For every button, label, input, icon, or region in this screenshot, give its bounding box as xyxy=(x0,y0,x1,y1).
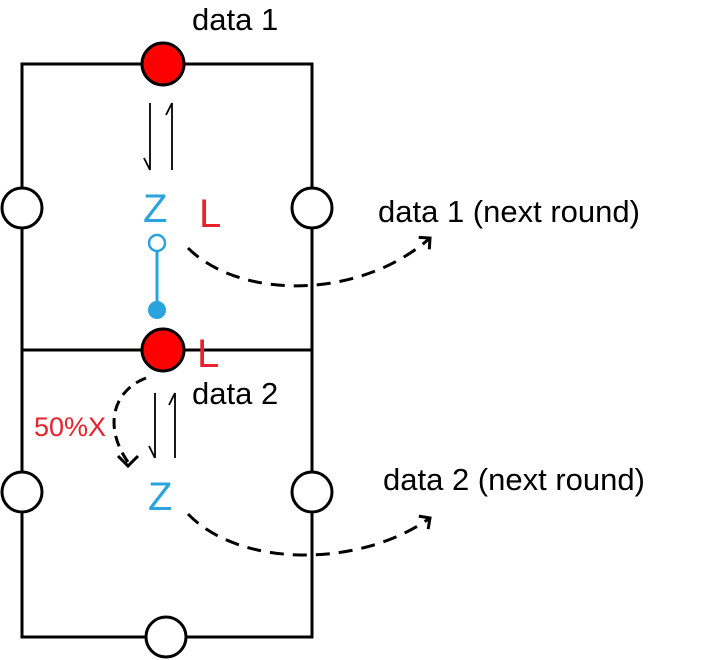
dashed-arrow-next-round-1 xyxy=(186,235,432,288)
data-qubit-1 xyxy=(140,41,186,87)
node-left-bottom xyxy=(0,470,44,514)
exchange-arrows-top xyxy=(143,102,173,171)
dashed-arrows xyxy=(112,235,432,557)
down-arrow-top xyxy=(143,103,151,171)
dashed-arrow-x-error xyxy=(112,376,147,463)
label-data-1: data 1 xyxy=(192,2,278,37)
down-arrow-bottom xyxy=(148,393,156,459)
data-qubit-2 xyxy=(140,327,186,373)
label-data-2-next-round: data 2 (next round) xyxy=(383,462,645,497)
label-z-bottom: Z xyxy=(148,475,172,519)
label-z-top: Z xyxy=(143,187,167,231)
exchange-arrows-bottom xyxy=(148,392,176,459)
x-error-arrowhead xyxy=(116,454,140,469)
node-right-top xyxy=(290,186,334,230)
ancilla-filled-node xyxy=(148,301,166,319)
up-arrow-top xyxy=(165,102,173,170)
ancilla-open-node xyxy=(147,233,167,253)
up-arrow-bottom xyxy=(168,392,176,458)
node-right-bottom xyxy=(290,470,334,514)
label-l-middle: L xyxy=(197,332,219,376)
node-bottom-center xyxy=(144,615,188,659)
label-l-top: L xyxy=(199,192,221,236)
ancilla-connector xyxy=(147,233,167,319)
label-data-1-next-round: data 1 (next round) xyxy=(378,194,640,229)
node-left-top xyxy=(0,186,44,230)
label-x-error-probability: 50%X xyxy=(34,412,106,442)
nodes xyxy=(0,41,334,659)
label-data-2: data 2 xyxy=(192,376,278,411)
dashed-arrow-next-round-2 xyxy=(186,512,432,557)
